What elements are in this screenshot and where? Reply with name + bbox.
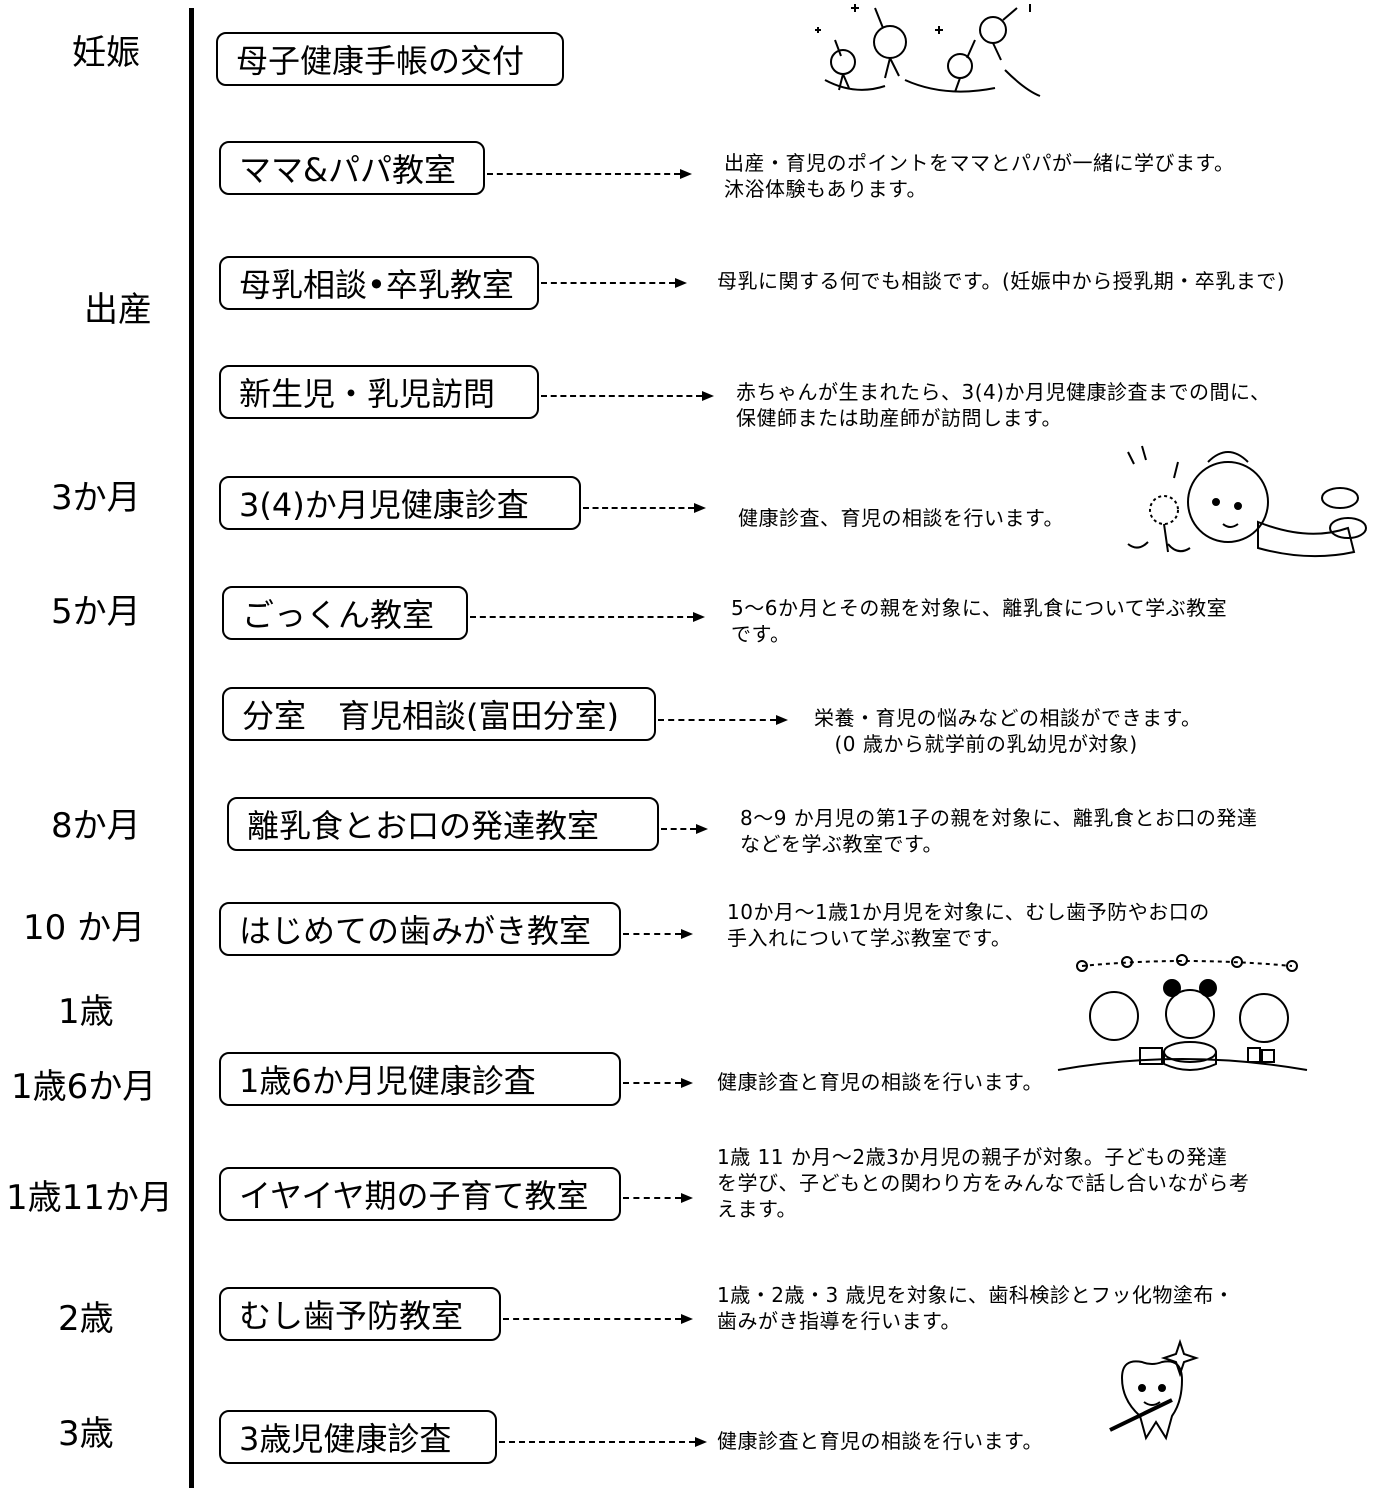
program-branch-childcare-consultation[interactable]: 分室 育児相談(富田分室)	[222, 687, 656, 741]
desc-3-year-checkup: 健康診査と育児の相談を行います。	[717, 1429, 1043, 1453]
arrow-gokkun	[470, 612, 705, 622]
desc-weaning-oral: 8～9 か月児の第1子の親を対象に、離乳食とお口の発達 などを学ぶ教室です。	[740, 806, 1258, 856]
program-maternal-handbook[interactable]: 母子健康手帳の交付	[216, 32, 564, 86]
program-3-4-month-checkup[interactable]: 3(4)か月児健康診査	[219, 476, 581, 530]
illustration-animals-party	[1057, 954, 1308, 1071]
program-cavity-prevention-class[interactable]: むし歯予防教室	[219, 1287, 501, 1341]
program-mama-papa-class[interactable]: ママ&パパ教室	[219, 141, 485, 195]
desc-1y6m-checkup: 健康診査と育児の相談を行います。	[717, 1070, 1043, 1094]
arrow-terrible-twos	[623, 1193, 693, 1203]
program-newborn-visit[interactable]: 新生児・乳児訪問	[219, 365, 539, 419]
tooth-icon	[1109, 1338, 1200, 1441]
stage-1-year: 1歳	[58, 992, 114, 1032]
desc-newborn-visit: 赤ちゃんが生まれたら、3(4)か月児健康診査までの間に、 保健師または助産師が訪…	[736, 380, 1271, 430]
stage-pregnancy: 妊娠	[72, 33, 140, 73]
program-1y6m-checkup[interactable]: 1歳6か月児健康診査	[219, 1052, 621, 1106]
stage-3-months: 3か月	[51, 478, 141, 518]
desc-cavity-prevention: 1歳・2歳・3 歳児を対象に、歯科検診とフッ化物塗布・ 歯みがき指導を行います。	[717, 1283, 1235, 1333]
arrow-3-4-month-checkup	[583, 503, 706, 513]
illustration-baby-dandelion	[1127, 445, 1367, 558]
desc-terrible-twos: 1歳 11 か月～2歳3か月児の親子が対象。子どもの発達 を学び、子どもとの関わ…	[717, 1145, 1250, 1221]
arrow-3-year-checkup	[499, 1437, 707, 1447]
desc-branch-consultation: 栄養・育児の悩みなどの相談ができます。 (0 歳から就学前の乳幼児が対象)	[814, 706, 1202, 756]
program-breastfeeding-consultation[interactable]: 母乳相談•卒乳教室	[219, 256, 539, 310]
arrow-weaning-oral	[661, 824, 708, 834]
desc-mama-papa: 出産・育児のポイントをママとパパが一緒に学びます。 沐浴体験もあります。	[724, 151, 1235, 201]
program-terrible-twos-class[interactable]: イヤイヤ期の子育て教室	[219, 1167, 621, 1221]
timeline-line	[189, 8, 194, 1488]
arrow-breastfeeding	[541, 278, 687, 288]
stage-10-months: 10 か月	[23, 908, 146, 948]
desc-breastfeeding: 母乳に関する何でも相談です。(妊娠中から授乳期・卒乳まで)	[717, 269, 1286, 293]
program-weaning-oral-development-class[interactable]: 離乳食とお口の発達教室	[227, 797, 659, 851]
arrow-newborn-visit	[541, 391, 714, 401]
arrow-mama-papa	[487, 169, 692, 179]
desc-gokkun: 5～6か月とその親を対象に、離乳食について学ぶ教室 です。	[731, 596, 1228, 646]
stage-1-year-6-months: 1歳6か月	[11, 1067, 157, 1107]
program-3-year-checkup[interactable]: 3歳児健康診査	[219, 1410, 497, 1464]
illustration-kids-sparklers	[815, 4, 1041, 97]
stage-birth: 出産	[84, 290, 152, 330]
stage-8-months: 8か月	[51, 806, 141, 846]
stage-2-years: 2歳	[58, 1299, 114, 1339]
arrow-branch-consultation	[658, 715, 788, 725]
desc-toothbrushing: 10か月～1歳1か月児を対象に、むし歯予防やお口の 手入れについて学ぶ教室です。	[727, 900, 1210, 950]
stage-5-months: 5か月	[51, 592, 141, 632]
arrow-1y6m-checkup	[623, 1078, 693, 1088]
program-first-toothbrushing-class[interactable]: はじめての歯みがき教室	[219, 902, 621, 956]
desc-3-4-month-checkup: 健康診査、育児の相談を行います。	[738, 506, 1064, 530]
arrow-toothbrushing	[623, 929, 693, 939]
arrow-cavity-prevention	[503, 1314, 693, 1324]
stage-3-years: 3歳	[58, 1414, 114, 1454]
stage-1-year-11-months: 1歳11か月	[6, 1178, 173, 1218]
program-gokkun-class[interactable]: ごっくん教室	[222, 586, 468, 640]
